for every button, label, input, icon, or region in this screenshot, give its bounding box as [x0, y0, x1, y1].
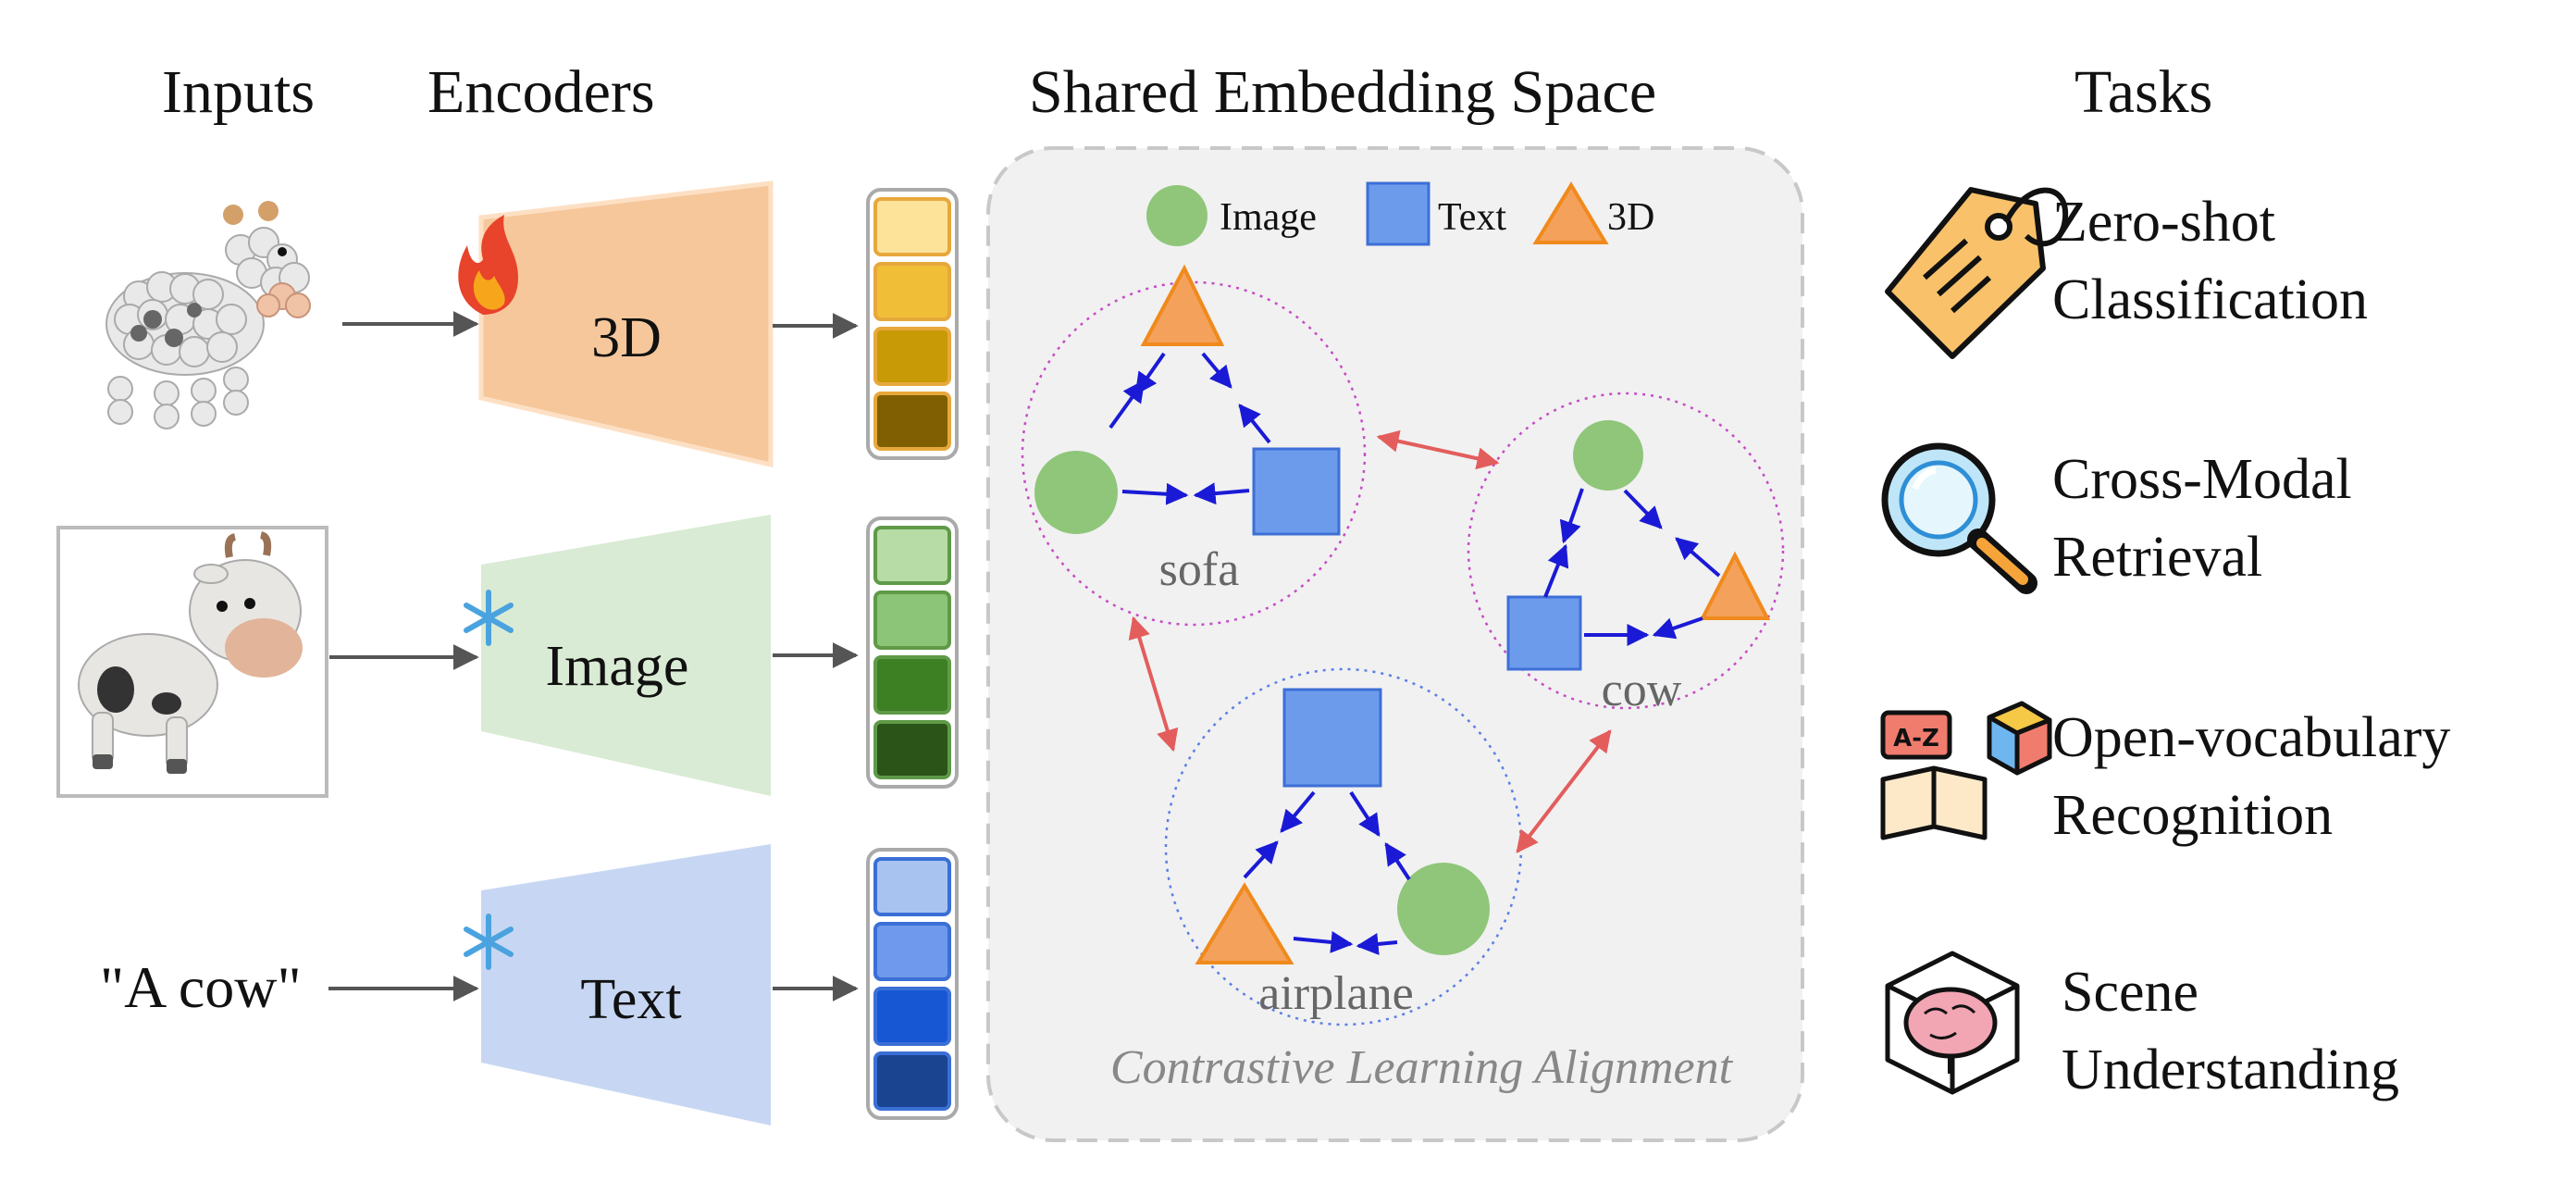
cluster-sofa: sofa [1021, 264, 1367, 627]
task-zero-shot-line1: Zero-shot [2052, 191, 2276, 254]
task-scene-understanding: Scene Understanding [2062, 953, 2399, 1109]
cluster-airplane-label: airplane [1258, 967, 1413, 1020]
cow-image [56, 526, 328, 798]
svg-text:A-Z: A-Z [1893, 725, 1939, 752]
legend-image-label: Image [1220, 196, 1317, 239]
encoder-image [481, 515, 771, 796]
header-shared-space: Shared Embedding Space [1029, 58, 1657, 126]
embedding-stack-image [866, 516, 959, 789]
legend-text-label: Text [1438, 196, 1506, 239]
alignment-caption: Contrastive Learning Alignment [1110, 1041, 1734, 1094]
encoder-image-label: Image [546, 635, 689, 698]
encoder-3d-label: 3D [591, 306, 662, 369]
task-cross-modal-line2: Retrieval [2052, 526, 2263, 589]
brain-cube-icon [1885, 951, 2020, 1095]
embedding-cell [873, 392, 951, 451]
legend-3d-label: 3D [1607, 196, 1654, 239]
task-cross-modal-line1: Cross-Modal [2052, 448, 2352, 511]
snowflake-icon [464, 590, 514, 646]
task-cross-modal: Cross-Modal Retrieval [2052, 441, 2352, 596]
tag-icon [1885, 187, 2069, 359]
legend: Image Text 3D [1146, 181, 1654, 246]
text-input: "A cow" [100, 954, 302, 1020]
embedding-cell [873, 327, 951, 386]
embedding-cell [873, 655, 951, 715]
task-zero-shot-line2: Classification [2052, 268, 2368, 331]
sofa-triangle [1140, 264, 1225, 346]
task-open-vocabulary: Open-vocabulary Recognition [2052, 699, 2450, 854]
embedding-stack-text [866, 848, 959, 1120]
task-zero-shot: Zero-shot Classification [2052, 183, 2368, 339]
header-encoders: Encoders [427, 58, 655, 126]
legend-square-icon [1366, 181, 1430, 246]
task-open-vocabulary-line1: Open-vocabulary [2052, 706, 2451, 769]
embedding-cell [873, 857, 951, 916]
embedding-cell [873, 197, 951, 256]
cluster-alignment-arrows [1128, 429, 1612, 853]
point-cloud-cow [105, 201, 311, 429]
airplane-triangle [1195, 882, 1294, 964]
legend-triangle-icon [1532, 181, 1609, 244]
cow-circle [1573, 420, 1643, 491]
embedding-cell [873, 922, 951, 981]
task-scene-understanding-line2: Understanding [2062, 1039, 2400, 1101]
book-cube-icon: A-Z [1880, 701, 2052, 840]
encoder-3d [478, 180, 774, 468]
encoder-text-label: Text [580, 968, 681, 1031]
embedding-cell [873, 591, 951, 650]
embedding-stacks [866, 188, 959, 1120]
legend-circle-icon [1146, 185, 1208, 246]
embedding-cell [873, 987, 951, 1046]
embedding-cell [873, 720, 951, 779]
snowflake-icon [464, 914, 514, 970]
embedding-cell [873, 262, 951, 321]
airplane-circle [1397, 863, 1490, 955]
header-inputs: Inputs [162, 58, 315, 126]
encoder-text [481, 844, 771, 1126]
embedding-cell [873, 526, 951, 585]
sofa-circle [1034, 451, 1118, 534]
task-open-vocabulary-line2: Recognition [2052, 784, 2334, 847]
header-tasks: Tasks [2074, 58, 2213, 126]
sofa-square [1252, 447, 1341, 536]
cow-triangle [1699, 551, 1771, 620]
magnifier-icon [1881, 442, 2037, 594]
task-scene-understanding-line1: Scene [2062, 961, 2199, 1024]
cluster-cow-label: cow [1602, 664, 1682, 716]
cluster-airplane: airplane [1164, 667, 1523, 1026]
airplane-square [1282, 688, 1382, 788]
cluster-cow: cow [1467, 392, 1785, 716]
embedding-stack-e3d [866, 188, 959, 460]
cow-square [1506, 595, 1582, 671]
fire-icon [458, 215, 518, 315]
cluster-sofa-label: sofa [1159, 543, 1240, 596]
shared-space-panel [986, 146, 1804, 1142]
embedding-cell [873, 1051, 951, 1111]
